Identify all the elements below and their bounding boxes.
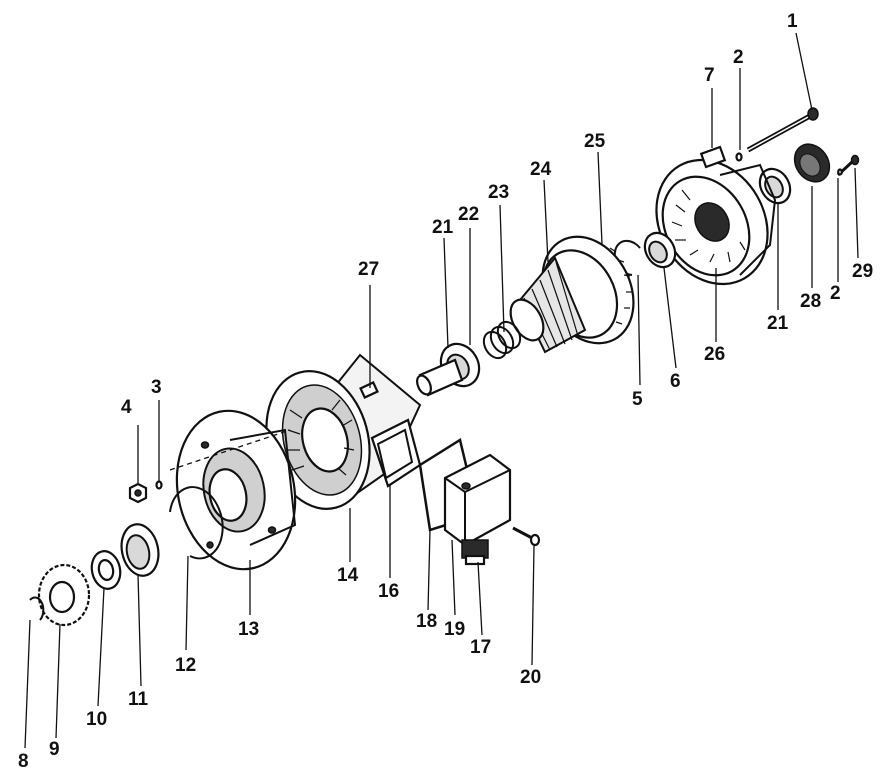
part-6-bearing: [643, 231, 677, 269]
part-21-bearing-rear: [758, 167, 792, 205]
callout-28: 28: [800, 291, 822, 312]
rotor-shaft: [416, 358, 464, 397]
callout-5: 5: [632, 389, 643, 410]
part-2-washer-top: [735, 152, 743, 162]
assembly-axis-line: [169, 429, 291, 471]
part-29-screw: [836, 154, 860, 177]
part-8-circlip: [29, 596, 45, 621]
part-3-washer: [155, 480, 163, 490]
callout-29: 29: [852, 261, 874, 282]
callout-26: 26: [704, 344, 726, 365]
callout-11: 11: [128, 689, 149, 710]
part-9-pinion-gear: [37, 563, 91, 627]
callout-20: 20: [520, 667, 542, 688]
part-17-cable-gland: [461, 539, 489, 566]
callout-3: 3: [151, 377, 162, 398]
callout-24: 24: [530, 159, 552, 180]
callout-17: 17: [470, 637, 492, 658]
callout-1: 1: [787, 11, 798, 32]
callout-19: 19: [444, 619, 466, 640]
callout-23: 23: [488, 182, 510, 203]
part-20-screw: [512, 526, 541, 547]
part-23-spring: [482, 320, 522, 360]
callout-18: 18: [416, 611, 438, 632]
callout-7: 7: [704, 65, 715, 86]
callout-2-top: 2: [733, 47, 744, 68]
callout-27: 27: [358, 259, 380, 280]
callout-21-front: 21: [432, 217, 454, 238]
part-4-nut: [128, 482, 148, 504]
callout-8: 8: [18, 751, 29, 772]
part-12-retaining-ring: [169, 486, 224, 560]
callout-2-right: 2: [830, 283, 841, 304]
leader-lines: [24, 32, 859, 749]
part-1-bolt: [746, 107, 819, 153]
callout-6: 6: [670, 371, 681, 392]
part-14-stator-housing: [265, 353, 422, 510]
callout-4: 4: [121, 397, 132, 418]
part-11-bearing: [120, 523, 160, 577]
callout-21-rear: 21: [767, 313, 789, 334]
part-19-terminal-box-cover: [443, 453, 512, 547]
callout-10: 10: [86, 709, 108, 730]
part-26-rear-end-shield: [655, 145, 777, 286]
part-28-end-cap: [793, 143, 831, 183]
callout-16: 16: [378, 581, 400, 602]
callout-25: 25: [584, 131, 606, 152]
part-13-front-flange: [175, 409, 297, 571]
part-10-washer: [90, 550, 122, 590]
callout-22: 22: [458, 204, 480, 225]
callout-9: 9: [49, 739, 60, 760]
callout-13: 13: [238, 619, 260, 640]
callout-14: 14: [337, 565, 359, 586]
callout-12: 12: [175, 655, 197, 676]
